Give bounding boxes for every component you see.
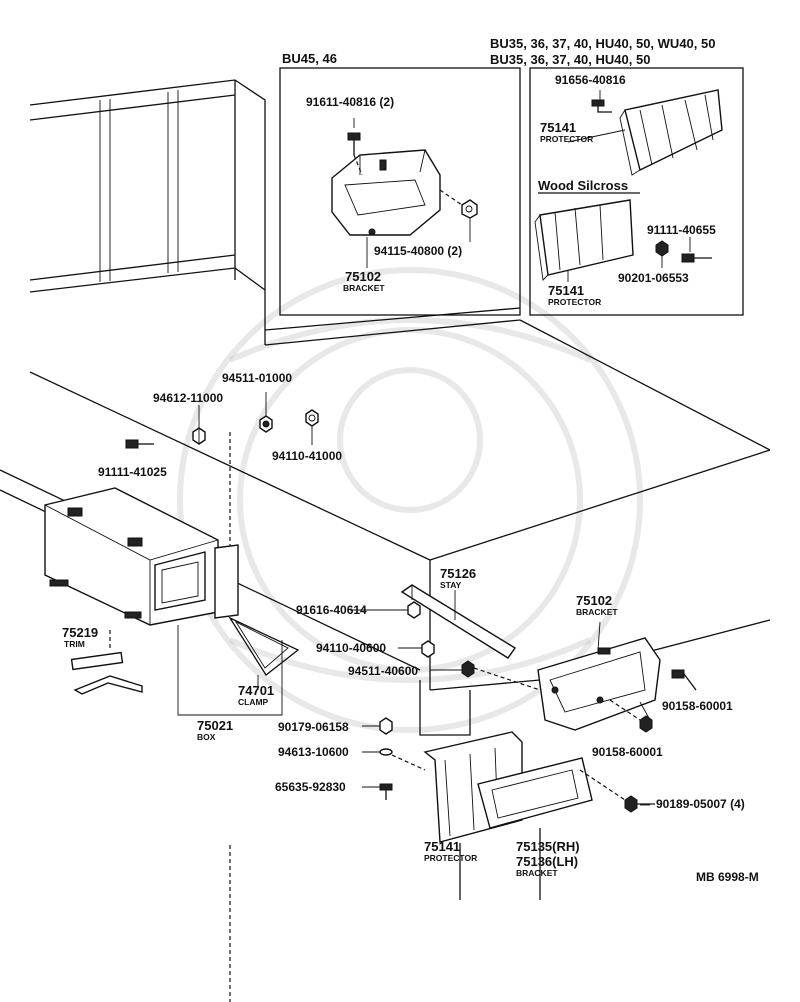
part-name: STAY [440,580,462,590]
part-number: 75021 [197,718,233,733]
part-name: BRACKET [343,283,385,293]
wood-silcross-label: Wood Silcross [538,178,628,193]
part-name: TRIM [64,639,85,649]
inset-left: BU45, 46 [279,51,521,316]
part-number: 75219 [62,625,98,640]
part-number: 94511-01000 [222,371,292,385]
diagram-code: MB 6998-M [696,870,759,884]
license-bracket-assembly [229,584,697,1002]
part-number: 94511-40600 [348,664,418,678]
part-number: 91111-40655 [647,223,716,237]
leader-lines [350,590,651,806]
part-number: 75141 [548,283,584,298]
part-number: 75102 [345,269,381,284]
inset-right-title-line2: BU35, 36, 37, 40, HU40, 50 [490,52,650,67]
part-number: 75126 [440,566,476,581]
part-number: 94115-40800 (2) [374,244,462,258]
part-number: 91111-41025 [98,465,167,479]
part-name: BRACKET [576,607,618,617]
part-name: PROTECTOR [424,853,477,863]
inset-right-title-line1: BU35, 36, 37, 40, HU40, 50, WU40, 50 [490,36,715,51]
part-number: 90189-05007 (4) [656,797,745,811]
part-name: CLAMP [238,697,269,707]
part-number: 90201-06553 [618,271,689,285]
part-number: 91611-40816 (2) [306,95,394,109]
inset-right: BU35, 36, 37, 40, HU40, 50, WU40, 50 BU3… [490,36,744,316]
part-number: 75141 [424,839,460,854]
part-number: 94613-10600 [278,745,349,759]
part-number: 65635-92830 [275,780,346,794]
labels: 91611-40816 (2) 94115-40800 (2) 75102 BR… [62,73,759,884]
part-number: 90158-60001 [592,745,663,759]
part-number: 75135(RH) [516,839,580,854]
part-number: 74701 [238,683,274,698]
part-number: 75136(LH) [516,854,578,869]
part-number: 75141 [540,120,576,135]
part-number: 94110-41000 [272,449,342,463]
part-name: PROTECTOR [548,297,601,307]
part-number: 91616-40614 [296,603,367,617]
part-number: 90158-60001 [662,699,733,713]
part-name: BRACKET [516,868,558,878]
part-name: PROTECTOR [540,134,593,144]
inset-left-title: BU45, 46 [282,51,337,66]
part-name: BOX [197,732,216,742]
part-number: 90179-06158 [278,720,349,734]
part-number: 75102 [576,593,612,608]
tool-box [44,487,300,716]
part-number: 94110-40600 [316,641,386,655]
part-number: 94612-11000 [153,391,223,405]
part-number: 91656-40816 [555,73,626,87]
watermark-emblem [177,267,643,733]
